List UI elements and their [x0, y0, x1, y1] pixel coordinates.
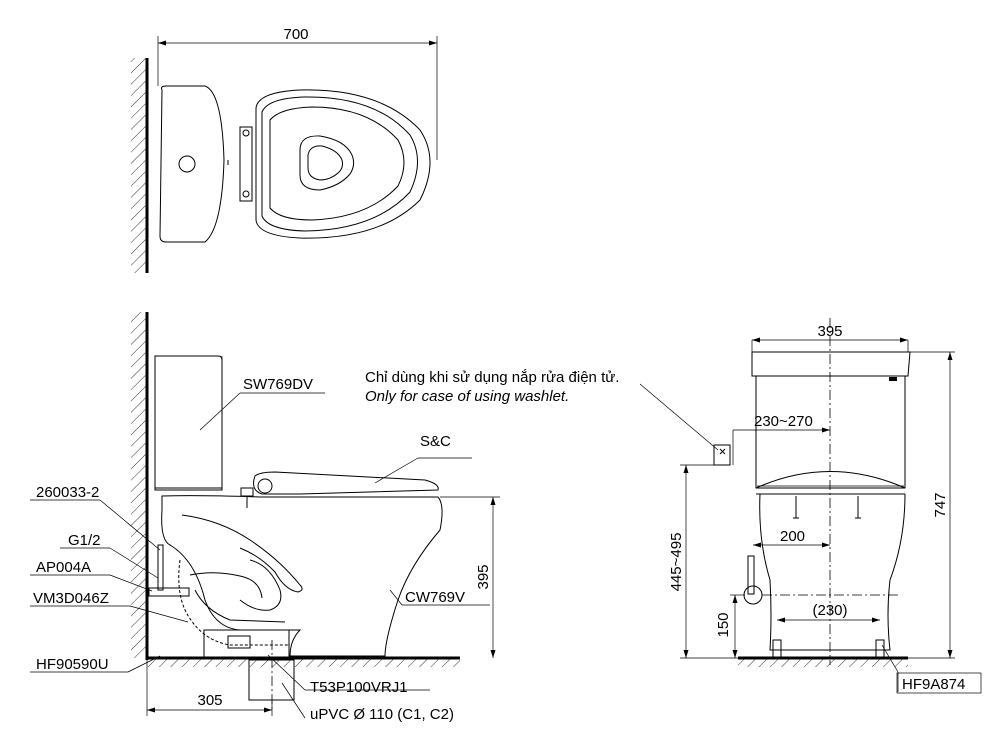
front-tank [755, 376, 906, 489]
dim-395-label: 395 [475, 564, 492, 589]
label-tank-model: SW769DV [243, 376, 313, 393]
front-bowl [759, 493, 906, 651]
dim-230-270-label: 230~270 [754, 413, 813, 430]
seat-outer [255, 89, 431, 239]
label-flange-part: T53P100VRJ1 [310, 679, 408, 696]
front-inlet-circle [743, 585, 763, 605]
label-bowl-model: CW769V [405, 589, 465, 606]
dim-445-495-label: 445~495 [668, 533, 685, 592]
side-wall-hatch [131, 312, 146, 658]
label-vm3d046z: VM3D046Z [33, 590, 109, 607]
hinge-icon [257, 478, 273, 494]
bowl-rim [269, 106, 405, 221]
water-supply-pipe [157, 544, 164, 591]
label-ap004a: AP004A [36, 559, 91, 576]
tank-top [159, 85, 225, 243]
dim-front-395-label: 395 [817, 323, 842, 340]
dim-747-label: 747 [932, 492, 949, 517]
label-hf90590u: HF90590U [36, 656, 109, 673]
hinge-block [239, 126, 253, 202]
dim-150-label: 150 [715, 612, 732, 637]
label-260033: 260033-2 [36, 484, 99, 501]
front-tank-lid [751, 351, 911, 377]
top-view: 700 [131, 26, 438, 273]
outlet-marker-icon [713, 444, 731, 466]
label-thread: G1/2 [68, 532, 101, 549]
side-tank [154, 355, 223, 491]
dim-700-label: 700 [283, 26, 308, 43]
side-bowl [161, 495, 443, 657]
note-vietnamese: Chỉ dùng khi sử dụng nắp rửa điện tử. [365, 369, 619, 386]
bowl-outlet [299, 135, 355, 191]
flush-button-icon [178, 155, 196, 173]
floor-outlet [203, 629, 290, 659]
label-seat: S&C [420, 433, 451, 450]
label-pipe-spec: uPVC Ø 110 (C1, C2) [310, 706, 454, 723]
dim-230-label: (230) [812, 602, 847, 619]
dim-200-label: 200 [780, 528, 805, 545]
front-supply [747, 555, 755, 595]
note-english: Only for case of using washlet. [365, 388, 569, 405]
dim-305-label: 305 [197, 692, 222, 709]
side-view: 395 305 SW769DV S&C CW769V 260033-2 G1/2… [30, 312, 500, 723]
seat-inner [261, 96, 418, 232]
side-seat [253, 471, 439, 495]
angle-valve [148, 587, 190, 597]
wall-hatch [131, 58, 146, 273]
label-fixing-part: HF9A874 [902, 676, 965, 693]
fixing-part-box [896, 672, 982, 694]
front-view: Chỉ dùng khi sử dụng nắp rửa điện tử. On… [365, 318, 982, 694]
